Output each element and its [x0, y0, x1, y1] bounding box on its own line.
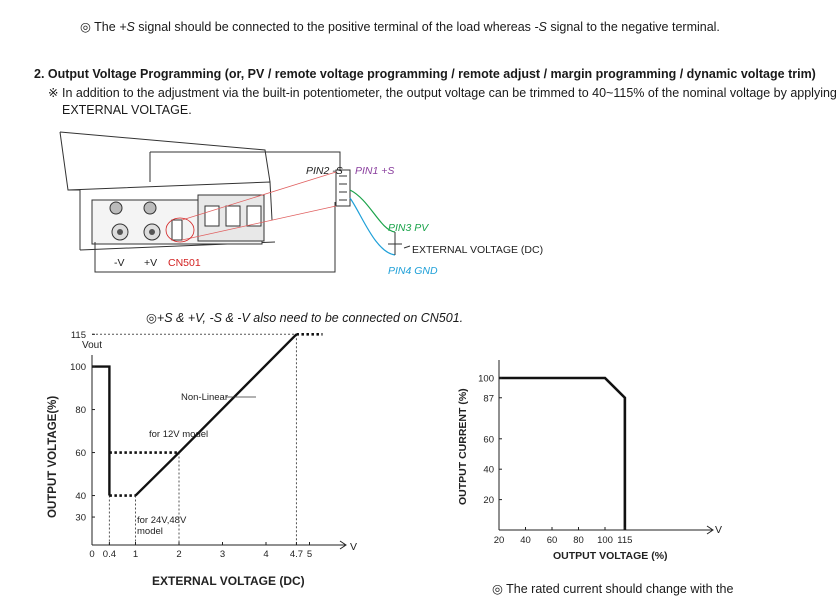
chart1-y-unit-label: Vout — [82, 340, 102, 351]
annotation-non-linear: Non-Linear — [181, 392, 228, 403]
chart1-x-tick-label: 4.7 — [290, 549, 303, 560]
section-note: ※ In addition to the adjustment via the … — [48, 86, 837, 100]
chart2-y-tick-label: 40 — [483, 465, 494, 476]
bottom-note: ◎ The rated current should change with t… — [492, 582, 734, 596]
chart2-x-axis-label: OUTPUT VOLTAGE (%) — [553, 550, 668, 562]
chart2-axes — [498, 360, 714, 535]
zoom-guide-lines — [165, 171, 337, 243]
chart1-x-tick-label: 4 — [263, 549, 268, 560]
chart1-x-axis-label: EXTERNAL VOLTAGE (DC) — [152, 574, 305, 588]
top-note: ◎ The +S signal should be connected to t… — [80, 20, 720, 34]
chart1-axes — [91, 355, 347, 550]
note-bullet-icon: ◎ — [492, 582, 503, 596]
output-current-chart: 20 40 60 80 100 115 20 40 60 87 100 V OUTPUT CURRE… — [457, 360, 722, 562]
series-initial-segment — [92, 365, 111, 496]
chart2-series — [499, 376, 627, 530]
chart2-x-arrow-icon — [706, 525, 714, 535]
chart1-x-tick-label: 2 — [176, 549, 181, 560]
chart2-x-tick-label: 80 — [573, 535, 584, 546]
chart1-y-tick-label: 30 — [75, 513, 86, 524]
external-voltage-label: EXTERNAL VOLTAGE (DC) — [412, 244, 543, 256]
pv-wire — [349, 189, 396, 233]
chart1-ticks: 0 0.4 1 2 3 4 4.7 5 30 40 60 80 100 115 — [70, 330, 312, 560]
sense-connector — [335, 169, 351, 207]
chart1-y-axis-label: OUTPUT VOLTAGE(%) — [47, 396, 59, 518]
chart2-y-axis-label: OUTPUT CURRENT (%) — [457, 388, 469, 505]
chart2-y-tick-label: 60 — [483, 434, 494, 445]
note-bullet-icon: ◎ — [146, 311, 157, 325]
chart1-x-end-label: V — [350, 541, 357, 553]
chart2-x-tick-label: 20 — [494, 535, 505, 546]
annotation-12v-model: for 12V model — [149, 429, 208, 440]
cn501-label: CN501 — [168, 257, 201, 269]
pin2-label: PIN2 -S — [306, 165, 343, 177]
terminal-block — [109, 194, 265, 242]
chart1-x-arrow-icon — [339, 540, 347, 550]
chart2-y-tick-label: 20 — [483, 495, 494, 506]
pin1-label: PIN1 +S — [355, 165, 394, 177]
output-voltage-chart: 0 0.4 1 2 3 4 4.7 5 30 40 60 80 100 115 Vout V OUTPUT… — [47, 330, 357, 588]
pin4-label: PIN4 GND — [388, 265, 438, 277]
plus-v-label: +V — [144, 257, 157, 269]
note-bullet-icon: ◎ — [80, 20, 91, 34]
chart2-x-tick-label: 115 — [617, 535, 632, 546]
chart1-series — [92, 333, 323, 497]
minus-v-label: -V — [114, 257, 125, 269]
chart2-x-end-label: V — [715, 524, 722, 536]
annotation-24v-48v-model: for 24V,48V model — [137, 515, 186, 537]
chart1-x-tick-label: 5 — [307, 549, 312, 560]
chart2-ticks: 20 40 60 80 100 115 20 40 60 87 100 — [478, 374, 632, 547]
chart2-x-tick-label: 60 — [547, 535, 558, 546]
reference-mark-icon: ※ — [48, 86, 59, 100]
chart1-y-tick-label: 60 — [75, 448, 86, 459]
gnd-wire — [349, 197, 396, 256]
chart2-x-tick-label: 100 — [597, 535, 613, 546]
chart1-x-tick-label: 3 — [220, 549, 225, 560]
section-note-line2: EXTERNAL VOLTAGE. — [62, 103, 192, 117]
chart1-x-tick-label: 0.4 — [103, 549, 116, 560]
connect-note: ◎+S & +V, -S & -V also need to be connec… — [146, 311, 464, 325]
wiring-diagram: PIN2 -S PIN1 +S PIN3 PV EXTERNAL VOLTAGE… — [59, 131, 543, 277]
chart1-x-tick-label: 1 — [133, 549, 138, 560]
chart1-y-tick-label: 100 — [70, 362, 86, 373]
chart1-guides — [92, 333, 297, 545]
chart2-derating-line — [499, 376, 627, 530]
chart2-y-tick-label: 87 — [483, 393, 494, 404]
chart1-y-tick-label: 40 — [75, 491, 86, 502]
chart1-y-tick-label: 115 — [71, 330, 86, 341]
chart2-x-tick-label: 40 — [520, 535, 531, 546]
section-heading: 2. Output Voltage Programming (or, PV / … — [34, 67, 816, 81]
chart2-y-tick-label: 100 — [478, 374, 494, 385]
pin3-label: PIN3 PV — [388, 222, 429, 234]
series-ramp — [134, 333, 298, 497]
chart1-y-tick-label: 80 — [75, 405, 86, 416]
chart1-x-tick-label: 0 — [89, 549, 94, 560]
